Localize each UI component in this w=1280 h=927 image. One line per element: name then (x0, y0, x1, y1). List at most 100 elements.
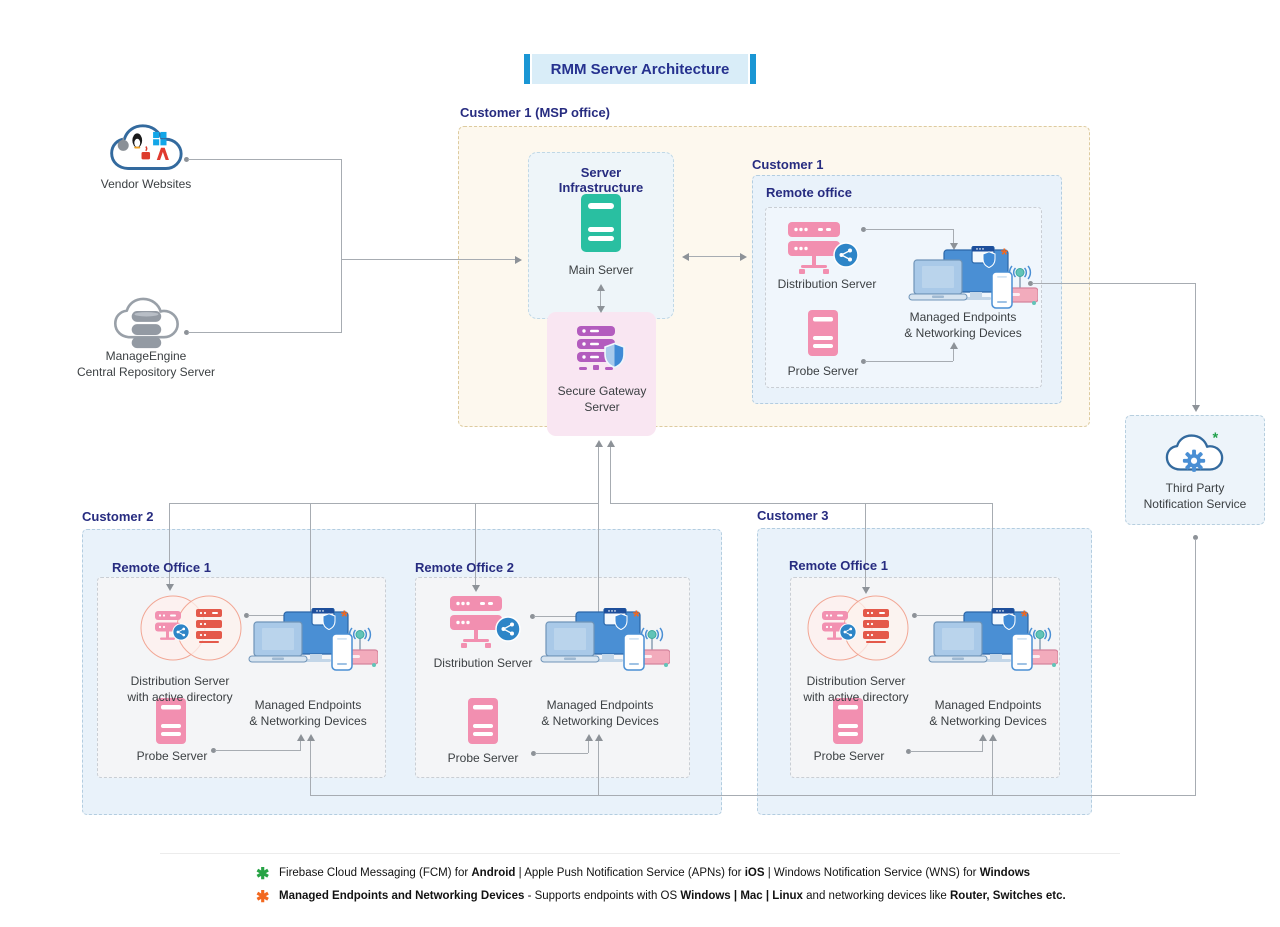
central-repository-cloud-icon (112, 294, 182, 352)
orange-asterisk-icon: ✱ (256, 889, 270, 906)
c2ro1-probe-server-label: Probe Server (136, 749, 208, 763)
c2ro2-probe-server-icon (468, 698, 498, 744)
third-party-label: Third Party Notification Service (1143, 481, 1247, 511)
customer2-ro2-label: Remote Office 2 (415, 560, 514, 575)
connector-arrow (595, 734, 603, 741)
c1-managed-endpoints-icon (908, 246, 1038, 309)
connector-arrow (862, 587, 870, 594)
connector-line (535, 753, 588, 754)
c1-probe-server-label: Probe Server (787, 364, 859, 378)
connector-dot (861, 359, 866, 364)
connector-line (534, 616, 588, 617)
connector-dot (184, 157, 189, 162)
connector-line (1195, 539, 1196, 795)
vendor-websites-label: Vendor Websites (100, 177, 192, 191)
connector-dot (244, 613, 249, 618)
connector-line (341, 159, 342, 333)
c2ro1-managed-endpoints-icon (248, 608, 378, 671)
connector-dot (912, 613, 917, 618)
connector-line (310, 795, 1196, 796)
connector-line (169, 503, 598, 504)
c1-managed-endpoints-label: Managed Endpoints & Networking Devices (904, 310, 1022, 340)
c2ro2-managed-endpoints-label: Managed Endpoints & Networking Devices (541, 698, 659, 728)
c2ro1-distribution-ad-label: Distribution Server with active director… (127, 674, 233, 704)
c1-distribution-server-icon (788, 222, 866, 278)
legend-row-managed-endpoints: ✱ Managed Endpoints and Networking Devic… (256, 890, 1066, 906)
connector-arrow (989, 734, 997, 741)
c2ro2-probe-server-label: Probe Server (447, 751, 519, 765)
connector-line (475, 503, 476, 585)
customer1-label: Customer 1 (752, 157, 824, 172)
footer-divider (160, 853, 1120, 854)
main-server-label: Main Server (568, 263, 634, 277)
secure-gateway-icon (577, 326, 625, 371)
connector-dot (861, 227, 866, 232)
customer2-label: Customer 2 (82, 509, 154, 524)
connector-line (188, 332, 342, 333)
connector-arrow (595, 440, 603, 447)
server-infrastructure-title: Server Infrastructure (558, 165, 644, 195)
connector-dot (530, 614, 535, 619)
main-server-icon (581, 194, 621, 252)
c2ro1-managed-endpoints-label: Managed Endpoints & Networking Devices (249, 698, 367, 728)
connector-line (341, 259, 515, 260)
c2ro1-distribution-ad-icon (139, 594, 243, 662)
connector-line (169, 503, 170, 584)
c2ro2-distribution-server-label: Distribution Server (433, 656, 533, 670)
connector-arrow (950, 243, 958, 250)
connector-arrow (472, 585, 480, 592)
connector-arrow (607, 440, 615, 447)
connector-dot (1028, 281, 1033, 286)
connector-arrow (979, 734, 987, 741)
connector-line (953, 229, 954, 243)
connector-line (300, 741, 301, 751)
connector-line (310, 503, 311, 627)
connector-line (916, 615, 982, 616)
legend-row-push-services: ✱ Firebase Cloud Messaging (FCM) for And… (256, 867, 1030, 883)
customer1-office-title: Remote office (766, 185, 852, 200)
c2ro2-distribution-server-icon (450, 596, 528, 652)
central-repository-label: ManageEngine Central Repository Server (76, 349, 216, 379)
msp-office-label: Customer 1 (MSP office) (460, 105, 611, 120)
customer3-ro1-label: Remote Office 1 (789, 558, 888, 573)
connector-arrow (740, 252, 747, 261)
connector-dot (211, 748, 216, 753)
connector-line (865, 503, 866, 587)
connector-arrow (682, 252, 689, 261)
connector-line (598, 741, 599, 795)
c3ro1-managed-endpoints-icon (928, 608, 1058, 671)
connector-line (688, 256, 740, 257)
page-title: RMM Server Architecture (524, 54, 756, 84)
connector-line (310, 741, 311, 795)
connector-dot (184, 330, 189, 335)
connector-arrow (307, 734, 315, 741)
connector-line (992, 503, 993, 626)
connector-line (588, 741, 589, 753)
legend-text: Firebase Cloud Messaging (FCM) for Andro… (279, 867, 1031, 879)
connector-line (215, 750, 300, 751)
c3ro1-distribution-ad-icon (806, 594, 910, 662)
c3ro1-distribution-ad-label: Distribution Server with active director… (803, 674, 909, 704)
connector-arrow (950, 342, 958, 349)
connector-arrow (597, 284, 605, 291)
connector-line (910, 751, 982, 752)
connector-arrow (297, 734, 305, 741)
title-accent-bar-left (524, 54, 530, 84)
c3ro1-probe-server-label: Probe Server (813, 749, 885, 763)
page-title-text: RMM Server Architecture (532, 54, 748, 84)
connector-line (610, 503, 993, 504)
vendor-websites-cloud-icon (108, 122, 186, 176)
connector-arrow (597, 306, 605, 313)
c1-probe-server-icon (808, 310, 838, 356)
connector-arrow (1192, 405, 1200, 412)
connector-line (1032, 283, 1196, 284)
connector-dot (906, 749, 911, 754)
connector-line (992, 741, 993, 795)
connector-line (953, 349, 954, 361)
title-accent-bar-right (750, 54, 756, 84)
c3ro1-managed-endpoints-label: Managed Endpoints & Networking Devices (929, 698, 1047, 728)
connector-line (982, 741, 983, 752)
connector-dot (1193, 535, 1198, 540)
connector-line (865, 361, 953, 362)
